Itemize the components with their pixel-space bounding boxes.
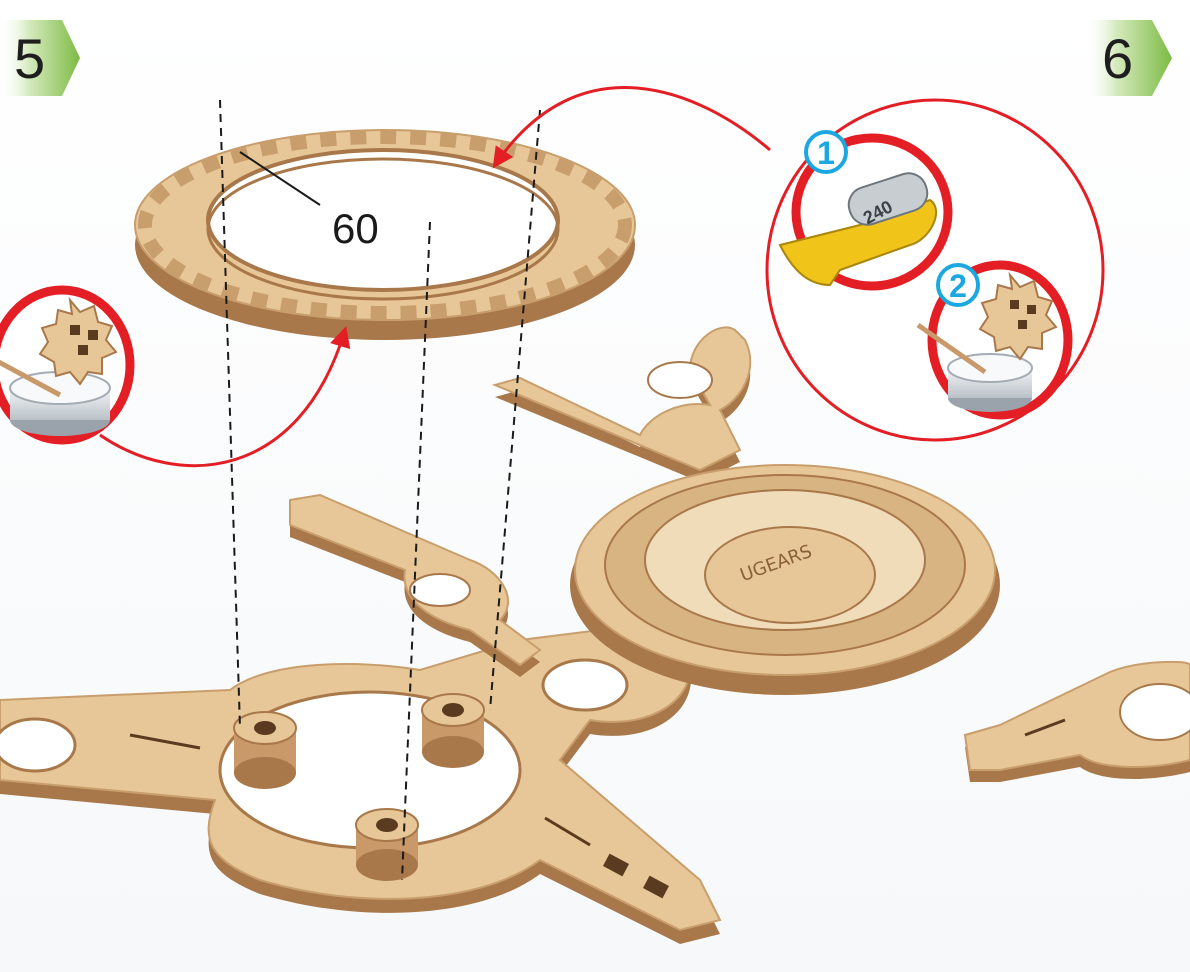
peg-right bbox=[422, 694, 484, 768]
small-lever-part bbox=[965, 662, 1190, 782]
step-6-number: 6 bbox=[1102, 27, 1133, 90]
sanding-step: 240 1 bbox=[780, 132, 948, 286]
step-2-number: 2 bbox=[949, 268, 967, 304]
step-5-number: 5 bbox=[14, 27, 45, 90]
part-number-label: 60 bbox=[332, 205, 379, 252]
glue-callout bbox=[0, 290, 130, 440]
sand-glue-callout: 240 1 2 bbox=[767, 100, 1103, 440]
step-1-number: 1 bbox=[817, 135, 835, 171]
ring-gear-part-60 bbox=[135, 130, 635, 340]
peg-left bbox=[234, 712, 296, 789]
base-frame-part bbox=[0, 630, 720, 944]
glue-arrow bbox=[100, 330, 345, 466]
big-gear: UGEARS bbox=[570, 465, 1000, 695]
peg-bottom bbox=[356, 809, 418, 881]
